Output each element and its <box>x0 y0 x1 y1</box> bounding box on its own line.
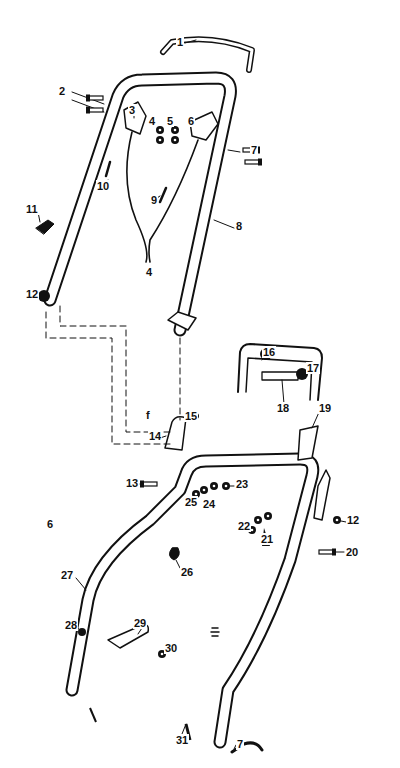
callout-number: 23 <box>235 478 249 490</box>
callout-number: 30 <box>164 642 178 654</box>
callout-number: 13 <box>125 477 139 489</box>
callout-number: 28 <box>64 619 78 631</box>
callout-number: 8 <box>235 220 243 232</box>
callout-number: 25 <box>184 496 198 508</box>
callout-number: 17 <box>306 362 320 374</box>
callout-number: 4 <box>145 266 153 278</box>
callout-number: 12 <box>346 514 360 526</box>
callout-number: 31 <box>175 734 189 746</box>
callout-number: 5 <box>166 115 174 127</box>
callout-number: 18 <box>276 402 290 414</box>
callout-number: 20 <box>345 546 359 558</box>
callout-number: 7 <box>250 144 258 156</box>
callout-number: 7 <box>236 738 244 750</box>
callout-number: 3 <box>128 104 136 116</box>
callout-number: 29 <box>133 617 147 629</box>
callout-number: 15 <box>184 410 198 422</box>
callout-number: 11 <box>25 203 39 215</box>
callout-number: 9 <box>150 194 158 206</box>
callout-number: 27 <box>60 569 74 581</box>
callout-number: 26 <box>180 566 194 578</box>
callout-number: 1 <box>176 36 184 48</box>
callout-number: 14 <box>148 430 162 442</box>
callout-number: 24 <box>202 498 216 510</box>
callout-number: 22 <box>237 520 251 532</box>
callout-number: 21 <box>260 533 274 545</box>
callout-number: 12 <box>25 288 39 300</box>
callout-number: 2 <box>58 85 66 97</box>
callout-number: 6 <box>187 115 195 127</box>
callout-number: f <box>145 409 151 421</box>
callout-number: 19 <box>318 402 332 414</box>
callout-number: 6 <box>46 518 54 530</box>
callout-number: 10 <box>96 180 110 192</box>
callout-number: 16 <box>262 346 276 358</box>
callout-number: 4 <box>148 115 156 127</box>
